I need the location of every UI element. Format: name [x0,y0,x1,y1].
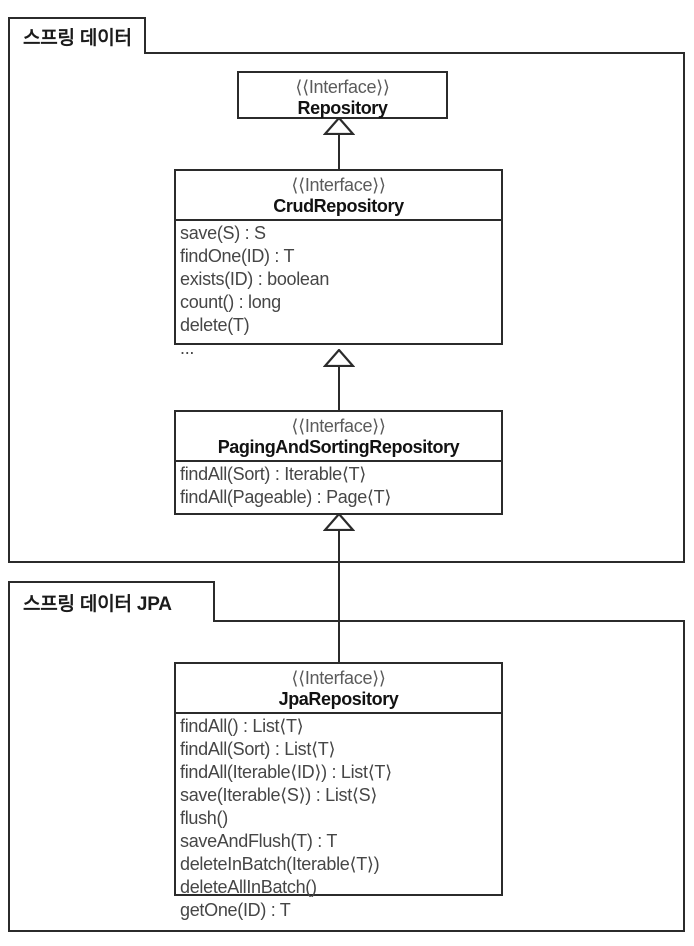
class-box-repository[interactable]: ⟨⟨Interface⟩⟩ Repository [237,71,448,119]
class-member: findAll(Sort) : List⟨T⟩ [180,739,336,759]
package-spring-data-label: 스프링 데이터 [23,28,132,49]
generalization-arrow-jpa-to-paging [323,513,355,531]
class-member: exists(ID) : boolean [180,269,330,289]
generalization-arrow-paging-to-crud [323,349,355,367]
package-spring-data-jpa-label: 스프링 데이터 JPA [23,594,172,615]
class-box-jpa-repository[interactable]: ⟨⟨Interface⟩⟩ JpaRepository findAll() : … [174,662,503,920]
generalization-line-paging-to-crud [338,365,340,410]
generalization-line-crud-to-repository [338,133,340,171]
package-spring-data [8,52,685,563]
package-spring-data-jpa-tab: 스프링 데이터 JPA [8,581,215,622]
class-member: ... [180,338,195,358]
class-stereotype-repository: ⟨⟨Interface⟩⟩ [295,77,390,97]
class-member: count() : long [180,292,281,312]
generalization-arrow-crud-to-repository [323,117,355,135]
generalization-line-jpa-to-paging [338,529,340,664]
class-member: getOne(ID) : T [180,900,291,920]
class-stereotype-jpa-repository: ⟨⟨Interface⟩⟩ [291,668,386,688]
class-name-jpa-repository: JpaRepository [278,689,399,709]
class-member: saveAndFlush(T) : T [180,831,338,851]
class-name-crud-repository: CrudRepository [273,196,404,216]
class-box-crud-repository[interactable]: ⟨⟨Interface⟩⟩ CrudRepository save(S) : S… [174,169,503,358]
class-header-crud-repository: ⟨⟨Interface⟩⟩ CrudRepository [176,171,501,221]
class-member: flush() [180,808,228,828]
class-member: save(Iterable⟨S⟩) : List⟨S⟩ [180,785,378,805]
class-member: findOne(ID) : T [180,246,295,266]
package-spring-data-jpa [8,620,685,932]
class-stereotype-paging-and-sorting-repository: ⟨⟨Interface⟩⟩ [291,416,386,436]
class-header-jpa-repository: ⟨⟨Interface⟩⟩ JpaRepository [176,664,501,714]
package-spring-data-tab: 스프링 데이터 [8,17,146,54]
class-members-jpa-repository: findAll() : List⟨T⟩ findAll(Sort) : List… [176,714,501,925]
class-header-paging-and-sorting-repository: ⟨⟨Interface⟩⟩ PagingAndSortingRepository [176,412,501,462]
class-box-paging-and-sorting-repository[interactable]: ⟨⟨Interface⟩⟩ PagingAndSortingRepository… [174,410,503,515]
class-name-repository: Repository [297,98,388,118]
class-members-crud-repository: save(S) : S findOne(ID) : T exists(ID) :… [176,221,501,363]
class-members-paging-and-sorting-repository: findAll(Sort) : Iterable⟨T⟩ findAll(Page… [176,462,501,512]
class-member: save(S) : S [180,223,266,243]
class-member: deleteInBatch(Iterable⟨T⟩) [180,854,380,874]
class-member: deleteAllInBatch() [180,877,317,897]
class-member: findAll() : List⟨T⟩ [180,716,304,736]
class-stereotype-crud-repository: ⟨⟨Interface⟩⟩ [291,175,386,195]
class-member: findAll(Iterable⟨ID⟩) : List⟨T⟩ [180,762,392,782]
class-member: findAll(Sort) : Iterable⟨T⟩ [180,464,367,484]
class-header-repository: ⟨⟨Interface⟩⟩ Repository [239,73,446,121]
class-name-paging-and-sorting-repository: PagingAndSortingRepository [217,437,460,457]
class-member: delete(T) [180,315,250,335]
class-member: findAll(Pageable) : Page⟨T⟩ [180,487,392,507]
